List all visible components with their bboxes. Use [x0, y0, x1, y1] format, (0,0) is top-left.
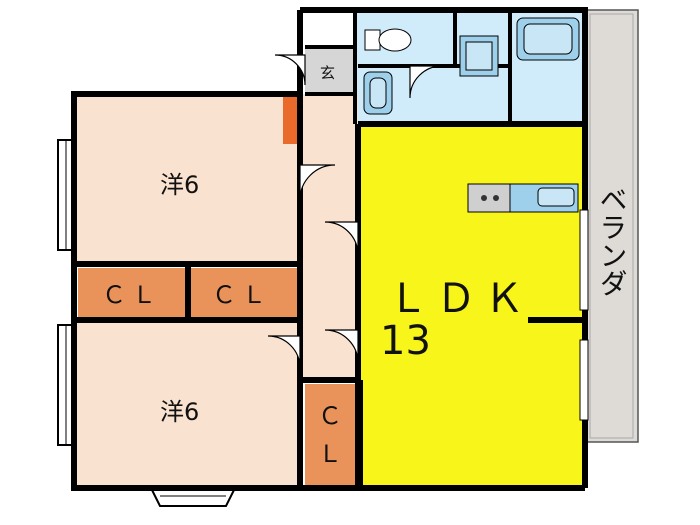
- closet-mid-label: ＣＬ: [212, 281, 272, 309]
- ldk-size-label: 13: [380, 318, 431, 364]
- entrance: [305, 47, 355, 94]
- veranda-label: ベランダ: [596, 185, 629, 297]
- veranda: [584, 9, 639, 443]
- closet-left: [78, 268, 186, 318]
- closet-hall: [305, 384, 355, 486]
- shoe-closet: [283, 96, 298, 144]
- western-room-bottom: [74, 320, 300, 486]
- western-room-top-label: 洋6: [160, 171, 199, 199]
- western-room-bottom-label: 洋6: [160, 398, 199, 426]
- closet-hall-label-bottom: Ｌ: [318, 440, 342, 468]
- western-room-top: [74, 96, 300, 262]
- toilet: [364, 29, 381, 51]
- walls: [71, 7, 588, 491]
- entrance-label: 玄: [320, 64, 335, 82]
- closet-mid: [190, 268, 298, 318]
- ldk-label: ＬＤＫ: [388, 276, 532, 322]
- closet-hall-label-top: Ｃ: [318, 402, 342, 430]
- closet-left-label: ＣＬ: [102, 281, 162, 309]
- storage-top: [305, 12, 355, 47]
